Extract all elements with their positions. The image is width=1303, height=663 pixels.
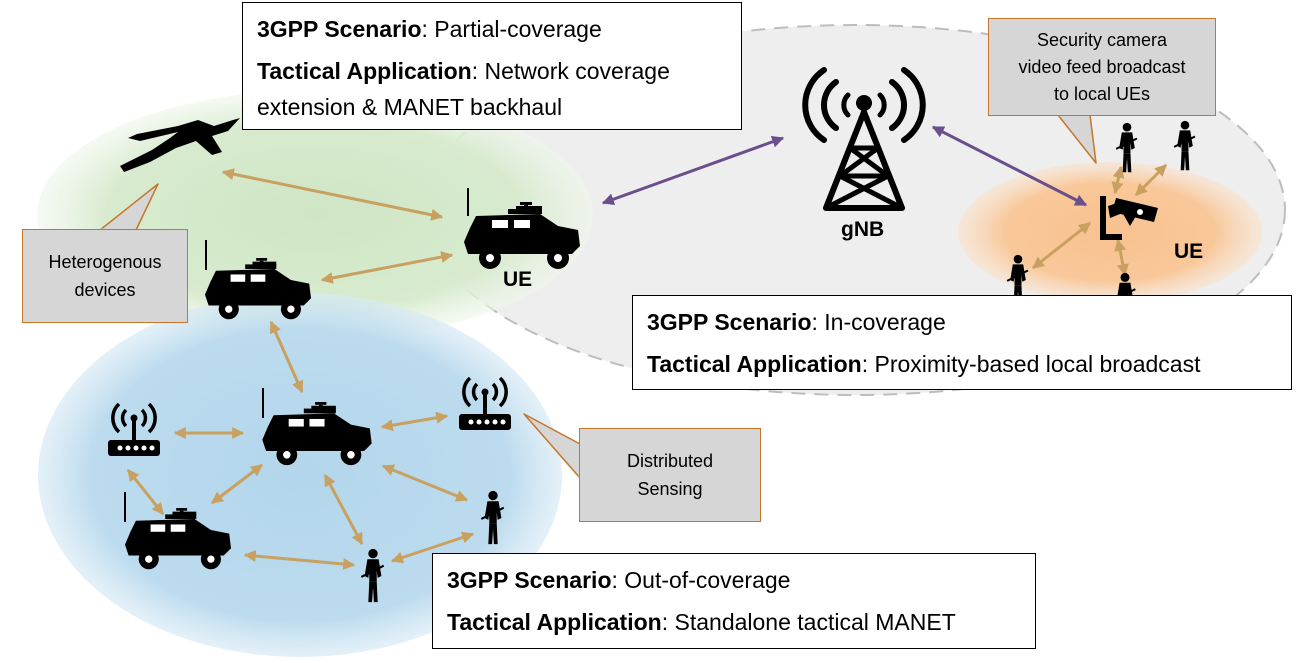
vehicle-antenna [205, 240, 207, 270]
application-label: Tactical Application [647, 351, 862, 377]
callout-line: to local UEs [1053, 83, 1151, 104]
application-value: Proximity-based local broadcast [874, 351, 1201, 377]
application-label: Tactical Application [257, 58, 472, 84]
ue-label-left: UE [503, 268, 533, 291]
scenario-label: 3GPP Scenario [647, 309, 812, 335]
ue-label-right: UE [1174, 240, 1204, 263]
scenario-label: 3GPP Scenario [257, 16, 422, 42]
gnb-label: gNB [841, 218, 885, 241]
callout-line: Sensing [637, 479, 703, 499]
heterogenous-devices-callout: Heterogenous devices [22, 229, 188, 323]
callout-line: video feed broadcast [1018, 56, 1186, 77]
scenario-value: Out-of-coverage [624, 567, 791, 593]
application-value: Standalone tactical MANET [674, 609, 956, 635]
blue-coverage-zone [38, 293, 562, 657]
callout-line: Security camera [1036, 29, 1168, 50]
uav-drone-icon [120, 118, 240, 172]
callout-line: devices [74, 280, 136, 300]
partial-coverage-scenario-box: 3GPP Scenario: Partial-coverage Tactical… [242, 2, 742, 130]
callout-line: Distributed [626, 451, 714, 471]
scenario-label: 3GPP Scenario [447, 567, 612, 593]
vehicle-antenna [467, 188, 469, 216]
security-camera-icon [1100, 196, 1158, 240]
tan-links [126, 163, 1168, 570]
out-of-coverage-scenario-box: 3GPP Scenario: Out-of-coverage Tactical … [432, 553, 1036, 649]
vehicle-antenna [124, 492, 126, 522]
security-camera-callout: Security camera video feed broadcast to … [988, 18, 1216, 116]
vehicle-antenna [262, 388, 264, 418]
scenario-value: Partial-coverage [434, 16, 602, 42]
in-coverage-scenario-box: 3GPP Scenario: In-coverage Tactical Appl… [632, 295, 1292, 390]
purple-links [601, 125, 1088, 207]
scenario-value: In-coverage [824, 309, 946, 335]
application-value-line1: Network coverage [484, 58, 670, 84]
application-label: Tactical Application [447, 609, 662, 635]
cell-tower-icon [802, 67, 926, 211]
distributed-sensing-callout: Distributed Sensing [579, 428, 761, 522]
orange-coverage-zone [958, 162, 1262, 302]
callout-line: Heterogenous [48, 252, 162, 272]
application-value-line2: extension & MANET backhaul [257, 94, 563, 120]
